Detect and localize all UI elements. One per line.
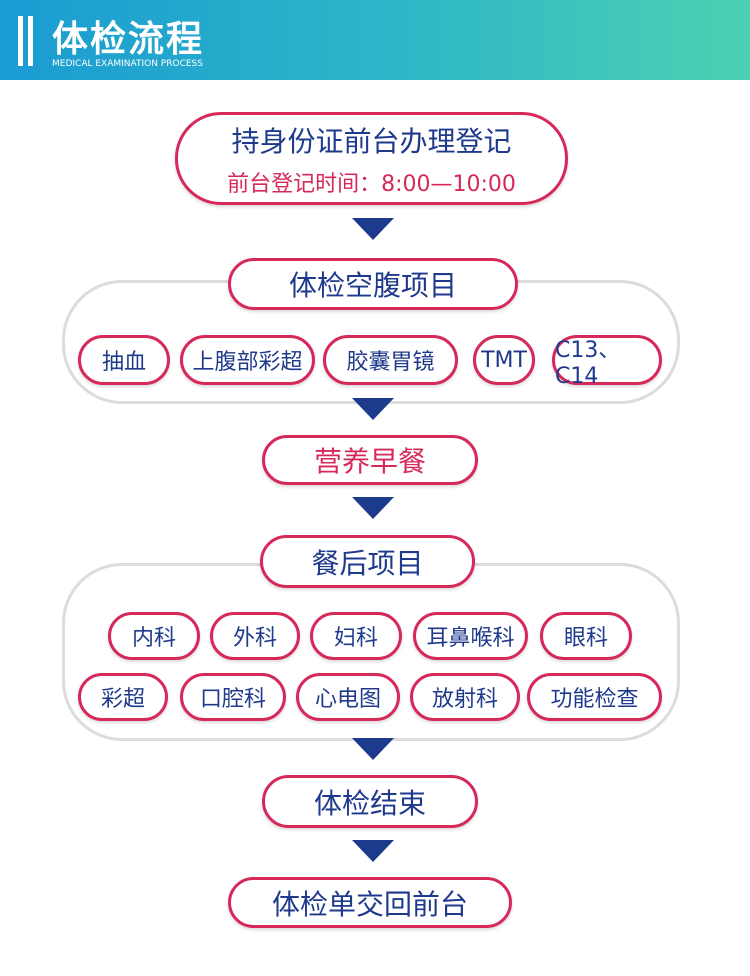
after-meal-item: 彩超 <box>78 673 168 721</box>
after-meal-item: 耳鼻喉科 <box>413 612 528 660</box>
after-meal-item: 内科 <box>108 612 200 660</box>
step-title: 持身份证前台办理登记 <box>231 124 512 158</box>
header-banner: 体检流程 MEDICAL EXAMINATION PROCESS <box>0 0 750 80</box>
fasting-item: TMT <box>473 335 535 385</box>
after-meal-item: 功能检查 <box>527 673 662 721</box>
header-bar-decor <box>28 16 33 66</box>
fasting-item: 上腹部彩超 <box>180 335 315 385</box>
page-title: 体检流程 <box>52 19 205 60</box>
arrow-down-icon <box>352 398 394 420</box>
step-registration: 持身份证前台办理登记 前台登记时间：8:00—10:00 <box>175 112 568 205</box>
step-fasting: 体检空腹项目 <box>228 258 518 310</box>
step-finish: 体检结束 <box>262 775 478 828</box>
step-after-meal: 餐后项目 <box>260 535 475 588</box>
step-breakfast: 营养早餐 <box>262 435 478 485</box>
arrow-down-icon <box>352 840 394 862</box>
fasting-item: 胶囊胃镜 <box>323 335 458 385</box>
after-meal-item: 口腔科 <box>180 673 286 721</box>
fasting-item: C13、C14 <box>552 335 662 389</box>
after-meal-item: 妇科 <box>310 612 402 660</box>
header-bar-decor <box>18 16 23 66</box>
arrow-down-icon <box>352 497 394 519</box>
after-meal-item: 眼科 <box>540 612 632 660</box>
after-meal-item: 外科 <box>210 612 300 660</box>
fasting-item: 抽血 <box>78 335 170 385</box>
arrow-down-icon <box>352 738 394 760</box>
page-subtitle: MEDICAL EXAMINATION PROCESS <box>52 59 203 69</box>
step-return-form: 体检单交回前台 <box>228 877 512 928</box>
after-meal-item: 放射科 <box>410 673 520 721</box>
arrow-down-icon <box>352 218 394 240</box>
after-meal-item: 心电图 <box>296 673 400 721</box>
registration-time-note: 前台登记时间：8:00—10:00 <box>227 171 516 197</box>
